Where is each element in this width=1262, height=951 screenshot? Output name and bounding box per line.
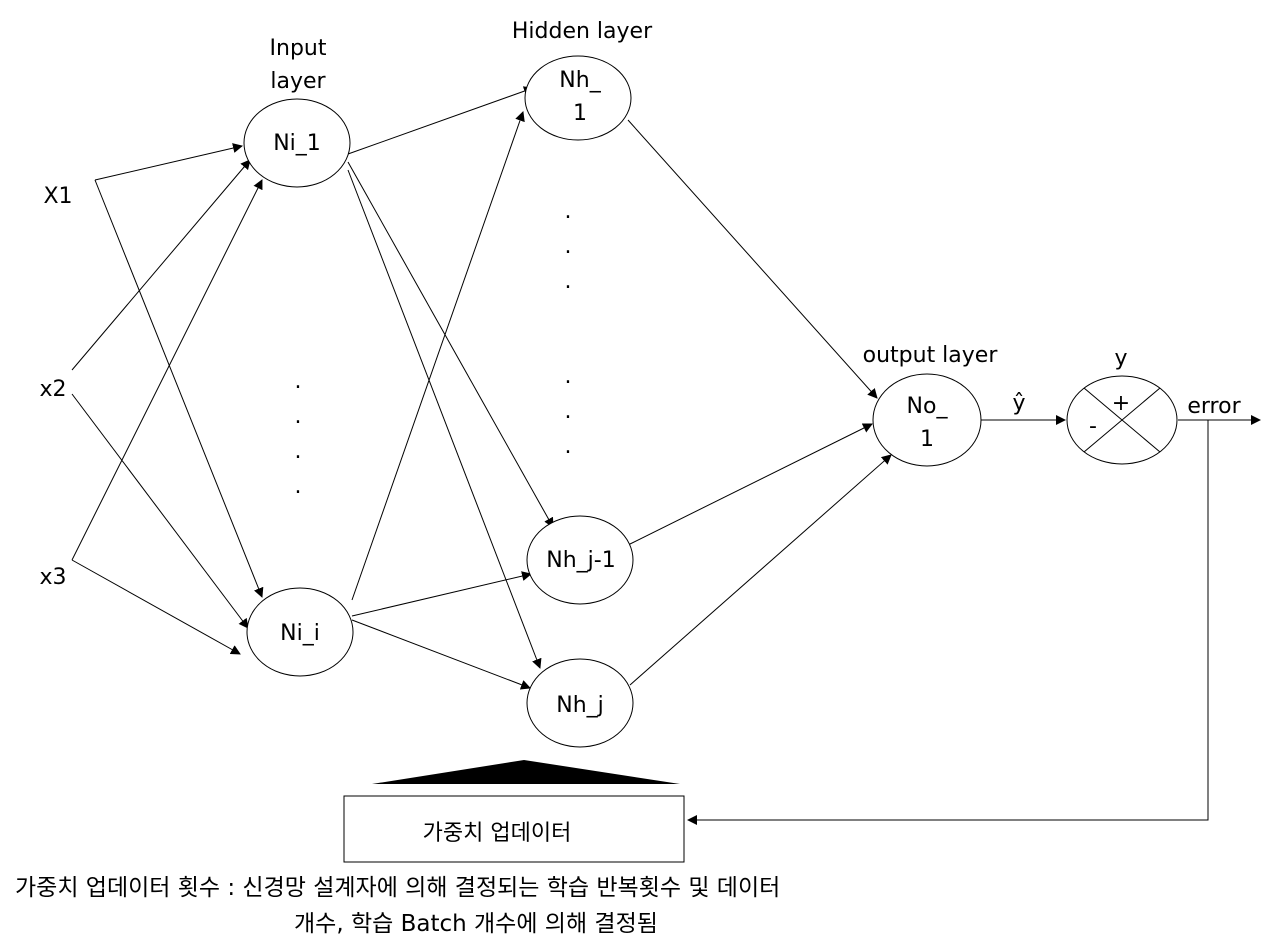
output-connections <box>687 415 1261 825</box>
svg-text:.: . <box>565 399 572 424</box>
node-no1-label-2: 1 <box>920 427 934 452</box>
weight-update-label: 가중치 업데이터 <box>423 821 572 846</box>
svg-text:.: . <box>295 474 302 499</box>
edge-nii-nhj <box>351 619 531 690</box>
edge-x1-ni1 <box>94 143 243 181</box>
node-nhj1-label: Nh_j-1 <box>546 548 615 573</box>
svg-text:.: . <box>565 269 572 294</box>
update-triangle <box>372 760 680 784</box>
edge-x3-nii <box>71 559 241 655</box>
output-layer-title: output layer <box>863 343 999 368</box>
edge-x2-ni1 <box>71 159 251 371</box>
hidden-ellipsis-bottom: . . . <box>565 364 572 459</box>
hidden-layer-title: Hidden layer <box>512 19 653 44</box>
plus-sign: + <box>1112 391 1130 416</box>
node-nh1: Nh_ 1 <box>524 55 632 141</box>
svg-text:.: . <box>295 404 302 429</box>
node-nhj-label: Nh_j <box>556 693 604 718</box>
edge-error-feedback <box>687 420 1209 825</box>
input-ellipsis: . . . . <box>295 369 302 499</box>
edge-x2-nii <box>71 393 249 629</box>
svg-text:.: . <box>565 434 572 459</box>
node-no1-label-1: No_ <box>907 394 949 419</box>
comparator-node: + - <box>1066 375 1178 465</box>
note-line-1: 가중치 업데이터 횟수 : 신경망 설계자에 의해 결정되는 학습 반복횟수 및… <box>15 875 781 901</box>
svg-text:.: . <box>565 199 572 224</box>
note-line-2: 개수, 학습 Batch 개수에 의해 결정됨 <box>294 911 658 937</box>
edge-nhj-no1 <box>629 454 892 686</box>
node-nii: Ni_i <box>246 587 354 677</box>
svg-text:.: . <box>295 369 302 394</box>
svg-text:.: . <box>565 364 572 389</box>
edge-ni1-nh1 <box>347 86 534 155</box>
svg-text:.: . <box>295 439 302 464</box>
edge-x1-nii <box>94 179 264 598</box>
edge-nii-nhj1 <box>351 571 532 617</box>
target-label: y <box>1114 346 1127 371</box>
error-label: error <box>1187 394 1241 419</box>
input-x1-label: X1 <box>43 184 72 209</box>
node-ni1-label: Ni_1 <box>273 131 321 156</box>
node-ni1: Ni_1 <box>243 98 351 188</box>
input-layer-title-1: Input <box>270 36 327 61</box>
node-nh1-label-1: Nh_ <box>559 68 601 93</box>
hidden-output-connections <box>627 119 892 686</box>
edge-ni1-nhj <box>347 169 542 669</box>
prediction-label: ŷ <box>1012 391 1025 416</box>
node-nhj1: Nh_j-1 <box>526 515 634 605</box>
minus-sign: - <box>1089 414 1097 439</box>
input-connections <box>71 143 264 655</box>
edge-nhj1-no1 <box>627 423 873 546</box>
hidden-ellipsis-top: . . . <box>565 199 572 294</box>
node-nh1-label-2: 1 <box>573 101 587 126</box>
node-nhj: Nh_j <box>526 658 634 748</box>
input-x2-label: x2 <box>39 377 66 402</box>
edge-x3-ni1 <box>71 179 263 561</box>
weight-update-box: 가중치 업데이터 <box>343 795 685 863</box>
input-x3-label: x3 <box>39 565 66 590</box>
input-hidden-connections <box>347 86 554 690</box>
edge-nii-nh1 <box>351 111 525 601</box>
node-nii-label: Ni_i <box>280 621 320 646</box>
edge-ni1-nhj1 <box>347 161 554 528</box>
svg-text:.: . <box>565 234 572 259</box>
edge-nh1-no1 <box>627 119 878 399</box>
input-layer-title-2: layer <box>270 69 326 94</box>
node-no1: No_ 1 <box>872 373 982 467</box>
